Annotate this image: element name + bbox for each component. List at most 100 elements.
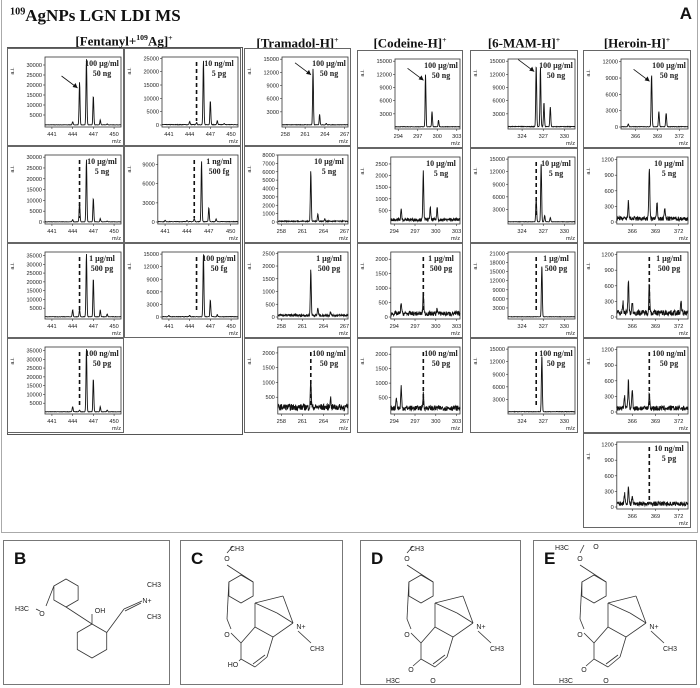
x-tick-label: 447 [206,324,215,330]
y-tick-label: 12000 [143,265,159,271]
x-tick-label: 372 [674,324,683,330]
furan-bond [226,618,232,630]
y-tick-label: 5000 [30,401,42,407]
y-tick-label: 900 [604,268,613,274]
x-tick-label: 297 [410,229,419,235]
y-tick-label: 5000 [262,178,274,184]
concentration-label: 100 ng/ml [652,349,686,358]
y-tick-label: 9000 [493,288,505,294]
y-tick-label: 15000 [26,93,42,99]
x-tick-label: 297 [410,419,419,425]
x-tick-label: 441 [47,324,56,330]
amount-label: 5 ng [322,167,336,176]
panel-label: D [371,549,384,568]
x-tick-label: 372 [674,229,683,235]
bond [45,585,55,607]
x-tick-label: 444 [68,324,77,330]
bond [605,654,619,665]
y-tick-label: 1200 [601,348,613,354]
title-isotope: 109 [10,6,26,18]
spectrum-trace [616,486,689,508]
x-tick-label: 369 [651,324,660,330]
bond [254,626,274,638]
x-tick-label: 450 [109,419,118,425]
spectrum-trace [157,161,239,223]
y-tick-label: 6000 [262,170,274,176]
x-tick-label: 369 [651,229,660,235]
x-tick-label: 264 [319,324,328,330]
bond [230,632,242,644]
figure-title: 109AgNPs LGN LDI MS [10,6,181,26]
bond [434,595,464,604]
x-tick-label: 372 [674,514,683,520]
spectrum-trace [44,253,122,318]
x-axis-label: m/z [112,139,121,145]
bond [434,626,454,638]
y-tick-label: 5000 [30,306,42,312]
group-title: [Fentanyl+109Ag]+ [7,33,241,49]
oxygen-label: O [603,678,609,685]
bond [432,654,446,665]
x-tick-label: 327 [539,324,548,330]
oxygen-label: O [408,667,414,674]
y-axis-label: a.i. [586,452,592,460]
bond [452,622,474,638]
y-axis-label: a.i. [473,69,479,77]
x-axis-label: m/z [339,139,348,145]
y-tick-label: 600 [604,284,613,290]
y-axis-label: a.i. [473,262,479,270]
y-tick-label: 9000 [493,86,505,92]
bond [625,622,647,638]
x-tick-label: 300 [431,324,440,330]
plot-frame [157,154,239,225]
y-tick-label: 9000 [147,277,159,283]
bond [123,600,143,610]
furan-bond [579,618,585,630]
x-tick-label: 447 [89,132,98,138]
y-tick-label: 9000 [380,86,392,92]
x-tick-label: 369 [651,514,660,520]
amount-label: 500 pg [658,264,680,273]
x-tick-label: 324 [517,229,526,235]
x-tick-label: 327 [539,134,548,140]
title-text: AgNPs LGN LDI MS [25,6,181,25]
y-tick-label: 35000 [26,349,42,355]
y-tick-label: 1000 [262,212,274,218]
amount-label: 5 ng [434,169,448,178]
y-tick-label: 2000 [262,203,274,209]
spectrum-trace [45,349,122,413]
y-tick-label: 0 [152,220,155,226]
x-tick-label: 297 [413,134,422,140]
y-tick-label: 2000 [375,257,387,263]
concentration-label: 10 µg/ml [654,159,684,168]
benzene-ring [53,578,79,608]
x-tick-label: 441 [164,324,173,330]
group-title-part: [Codeine-H] [373,35,443,51]
x-axis-label: m/z [679,141,688,147]
bond [593,658,609,668]
y-tick-label: 15000 [489,270,505,276]
amount-label: 50 ng [320,69,338,78]
y-tick-label: 300 [604,204,613,210]
spectrum-trace [390,292,461,318]
x-tick-label: 264 [319,229,328,235]
oxygen-label: O [404,556,410,563]
y-tick-label: 1500 [375,272,387,278]
x-tick-label: 444 [185,324,194,330]
x-tick-label: 447 [204,229,213,235]
concentration-label: 10 ng/ml [204,59,234,68]
concentration-label: 100 µg/ml [539,61,573,70]
y-tick-label: 500 [378,208,387,214]
spectrum-trace [277,380,349,412]
y-axis-label: a.i. [10,357,16,365]
y-tick-label: 6000 [606,92,618,98]
amount-label: 50 pg [660,359,678,368]
oxygen-label: O [581,667,587,674]
